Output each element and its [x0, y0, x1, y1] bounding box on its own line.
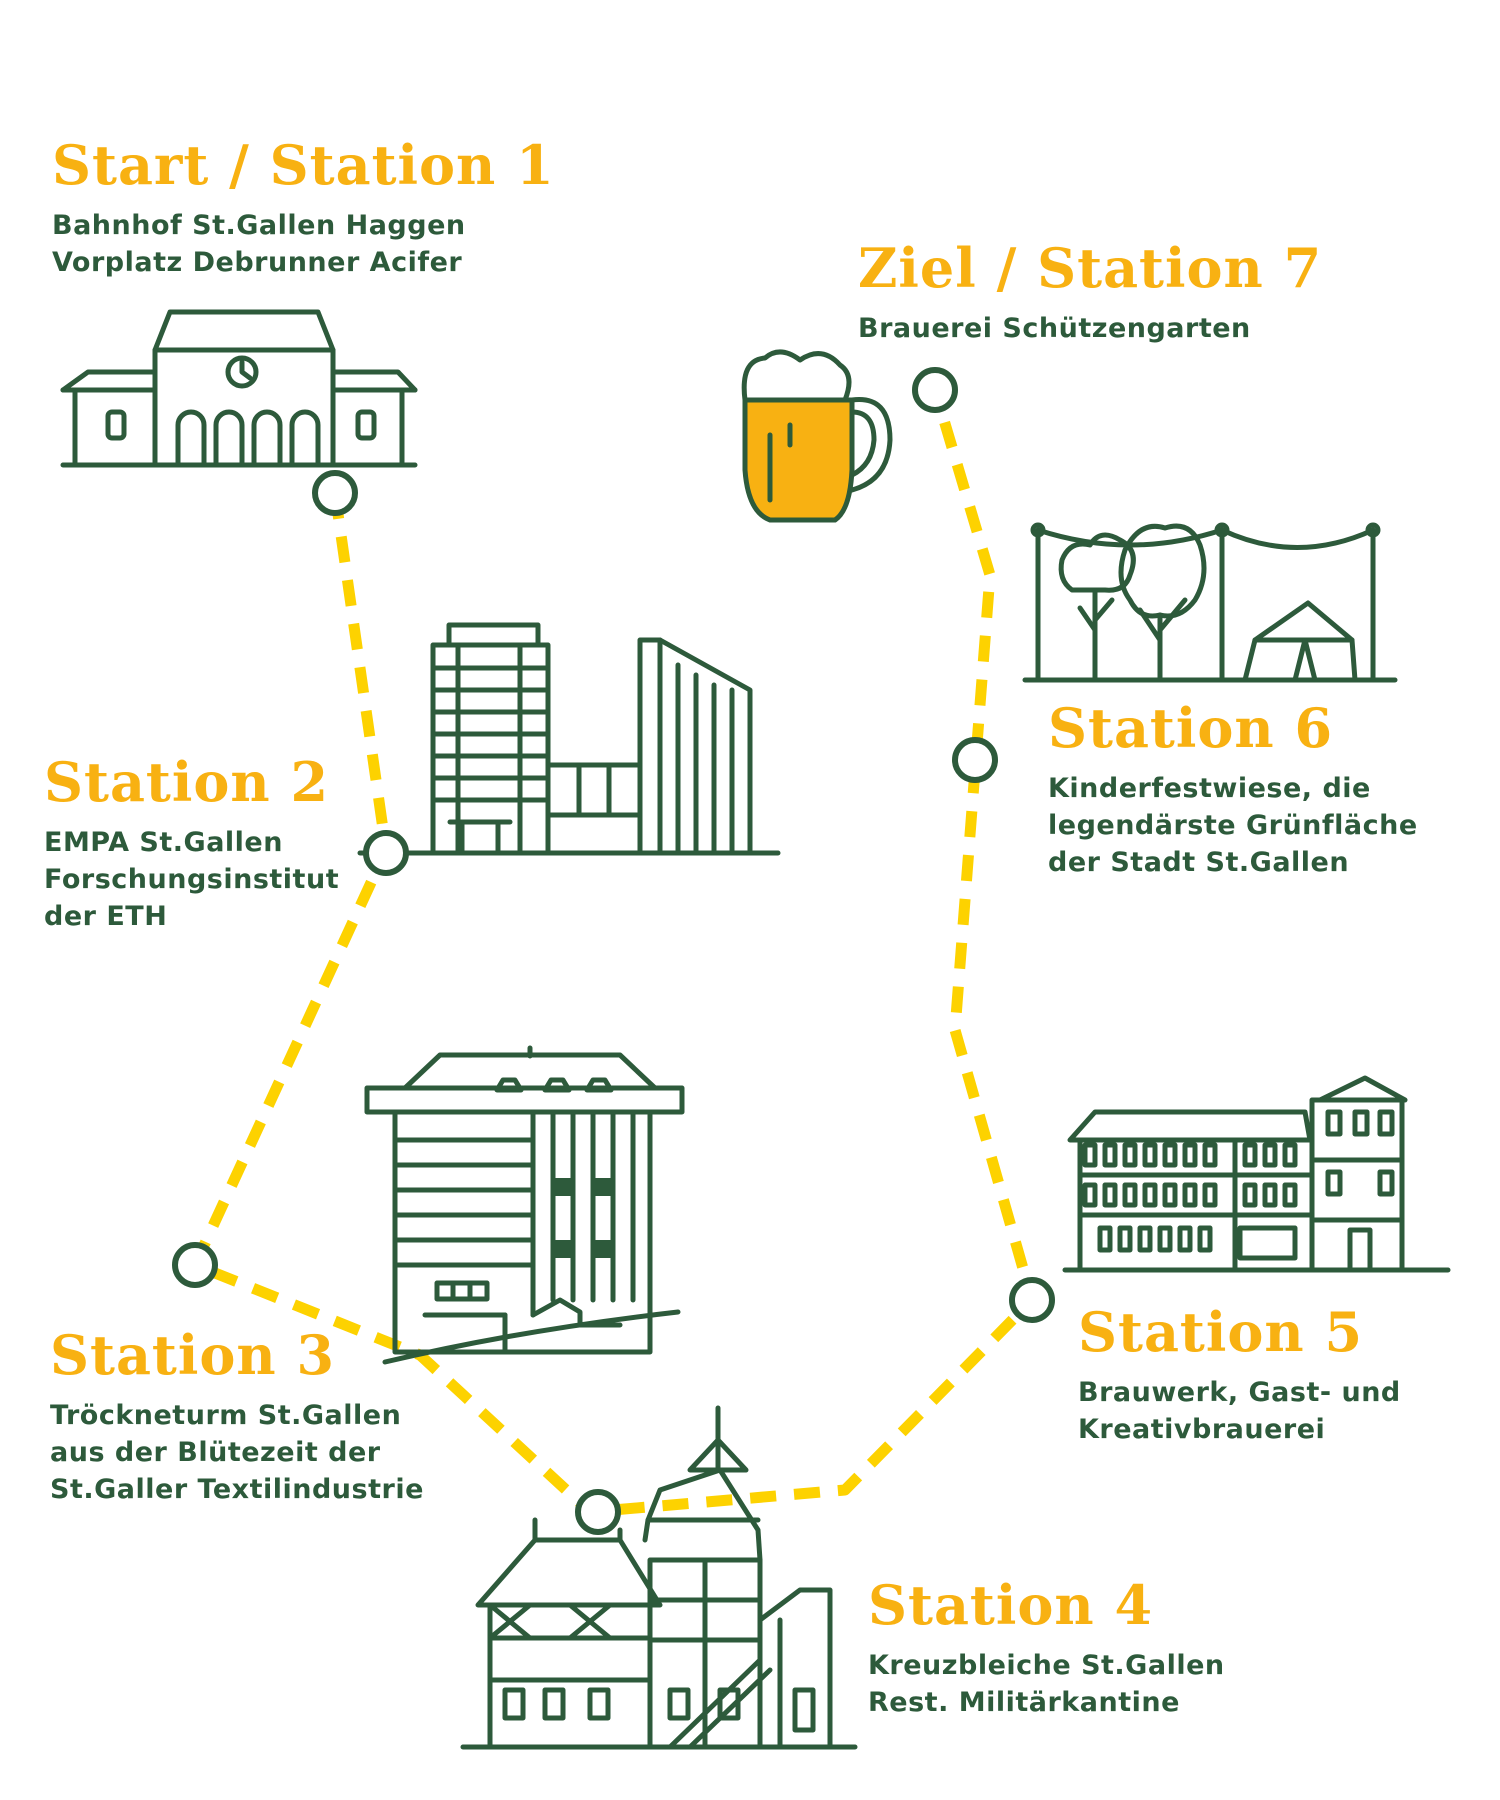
station-4-line-2: Rest. Militärkantine [868, 1687, 1180, 1718]
route-path [189, 388, 1038, 1518]
station-6-title: Station 6 [1048, 696, 1334, 760]
station-7-line-1: Brauerei Schützengarten [858, 313, 1251, 344]
station-5-line-1: Brauwerk, Gast- und [1078, 1377, 1401, 1408]
station-2: Station 2 EMPA St.Gallen Forschungsinsti… [44, 752, 339, 935]
marker-station-1 [312, 470, 358, 516]
station-3-title: Station 3 [50, 1323, 336, 1387]
park-festival-icon [1022, 522, 1398, 683]
station-markers [172, 367, 1055, 1535]
station-2-title: Station 2 [44, 750, 330, 814]
station-6-line-2: legendärste Grünfläche [1048, 810, 1418, 841]
drying-tower-icon [364, 1045, 685, 1365]
station-3-line-2: aus der Blütezeit der [50, 1437, 381, 1468]
marker-station-4 [575, 1489, 621, 1535]
station-5: Station 5 Brauwerk, Gast- und Kreativbra… [1078, 1302, 1401, 1448]
timber-frame-house-icon [460, 1405, 858, 1750]
station-5-title: Station 5 [1078, 1300, 1364, 1364]
station-5-line-2: Kreativbrauerei [1078, 1414, 1326, 1445]
station-4: Station 4 Kreuzbleiche St.Gallen Rest. M… [868, 1575, 1225, 1721]
station-1: Start / Station 1 Bahnhof St.Gallen Hagg… [52, 135, 555, 281]
marker-station-2 [363, 830, 409, 876]
station-2-line-2: Forschungsinstitut [44, 864, 340, 895]
marker-station-5 [1009, 1277, 1055, 1323]
station-6: Station 6 Kinderfestwiese, die legendärs… [1048, 698, 1418, 881]
station-7-title: Ziel / Station 7 [858, 236, 1323, 300]
marker-station-6 [952, 737, 998, 783]
station-4-line-1: Kreuzbleiche St.Gallen [868, 1650, 1225, 1681]
research-building-icon [357, 622, 781, 856]
station-1-line-1: Bahnhof St.Gallen Haggen [52, 210, 466, 241]
station-4-title: Station 4 [868, 1573, 1154, 1637]
station-2-line-1: EMPA St.Gallen [44, 827, 283, 858]
station-3-line-3: St.Galler Textilindustrie [50, 1474, 424, 1505]
station-6-line-3: der Stadt St.Gallen [1048, 847, 1350, 878]
station-6-line-1: Kinderfestwiese, die [1048, 773, 1371, 804]
marker-station-7 [912, 367, 958, 413]
station-3: Station 3 Tröckneturm St.Gallen aus der … [50, 1325, 424, 1508]
station-2-line-3: der ETH [44, 901, 168, 932]
station-3-line-1: Tröckneturm St.Gallen [50, 1400, 402, 1431]
station-1-line-2: Vorplatz Debrunner Acifer [52, 247, 463, 278]
station-7: Ziel / Station 7 Brauerei Schützengarten [858, 238, 1322, 347]
station-1-title: Start / Station 1 [52, 133, 555, 197]
marker-station-3 [172, 1242, 218, 1288]
beer-mug-icon [741, 349, 893, 523]
brewery-building-icon [1062, 1075, 1451, 1273]
train-station-icon [60, 309, 418, 468]
